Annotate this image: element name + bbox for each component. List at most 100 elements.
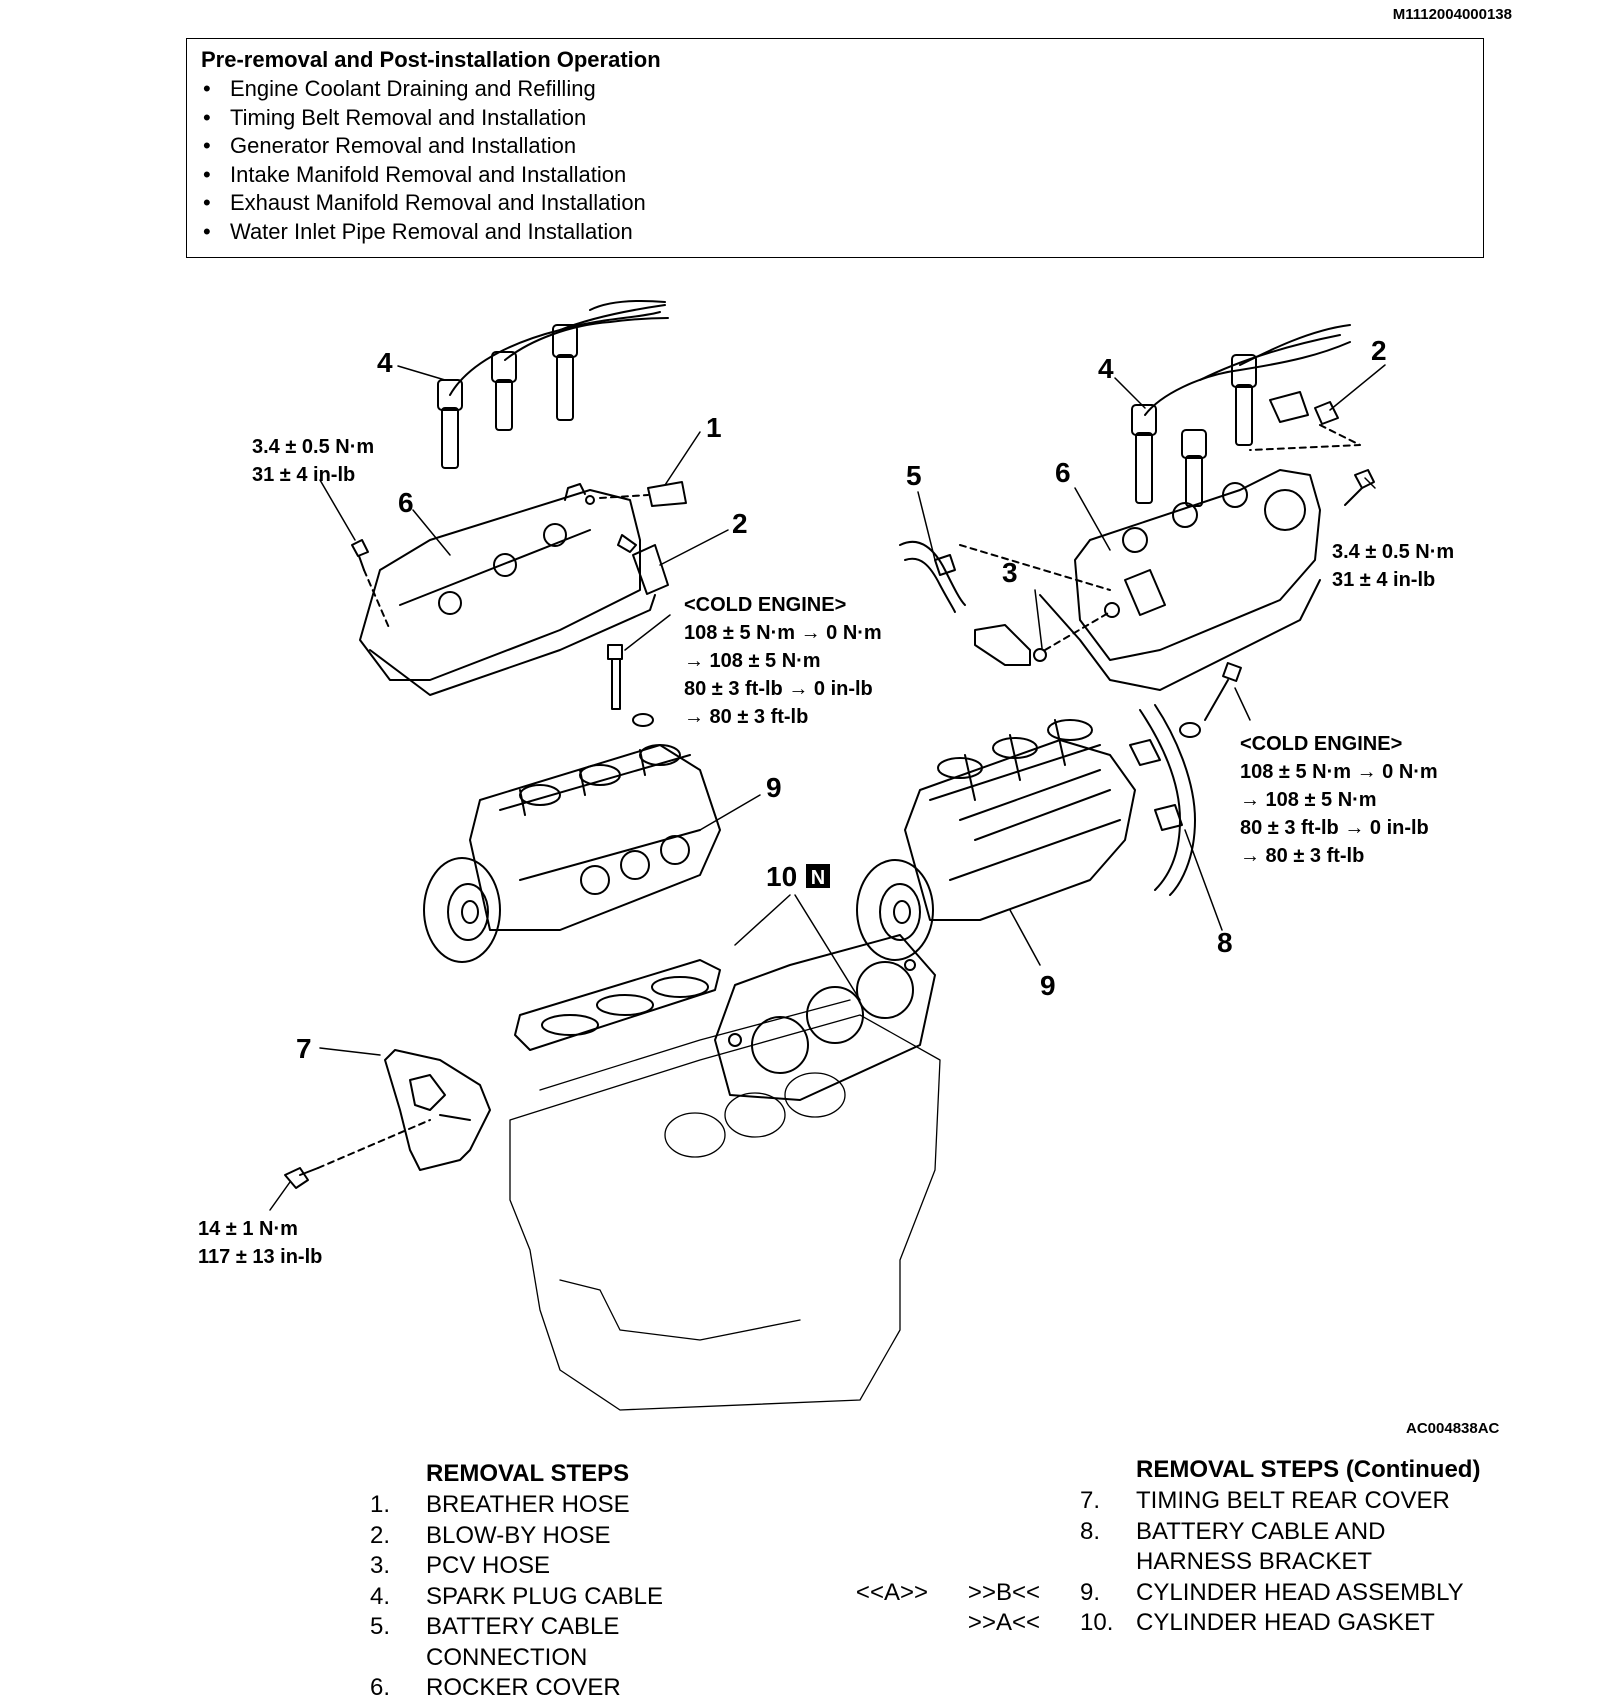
callout-7: 7: [296, 1033, 312, 1064]
callout-9-right: 9: [1040, 970, 1056, 1001]
pre-operation-item: Engine Coolant Draining and Refilling: [201, 75, 1469, 104]
removal-step: 2.BLOW-BY HOSE: [370, 1521, 663, 1552]
removal-steps-continued: REMOVAL STEPS (Continued) 7. TIMING BELT …: [816, 1456, 1481, 1639]
step-number: [370, 1643, 426, 1674]
timing-belt-rear-cover: [384, 1049, 491, 1171]
removal-step: CONNECTION: [370, 1643, 663, 1674]
cold-engine-left-line: 108 ± 5 N·m → 0 N·m: [684, 622, 882, 644]
torque-right-cover-nm: 3.4 ± 0.5 N·m: [1332, 541, 1454, 563]
removal-step: >>A<<10.CYLINDER HEAD GASKET: [816, 1608, 1480, 1639]
left-head-gasket: [514, 959, 721, 1051]
pre-operation-item: Exhaust Manifold Removal and Installatio…: [201, 189, 1469, 218]
procedure-code-install: >>A<<: [967, 1609, 1040, 1636]
pre-operation-item: Generator Removal and Installation: [201, 132, 1469, 161]
procedure-code-install: >>B<<: [967, 1578, 1040, 1606]
callout-4-left: 4: [377, 347, 393, 378]
right-cylinder-head: [856, 719, 1136, 961]
step-label: BREATHER HOSE: [426, 1491, 630, 1518]
step-number: 8.: [1080, 1517, 1101, 1545]
callout-10: 10: [766, 861, 797, 892]
step-number: 6.: [370, 1674, 391, 1701]
torque-left-cover-inlb: 31 ± 4 in-lb: [252, 464, 355, 486]
left-cover-bolt: [351, 539, 391, 631]
step-number: 10.: [1080, 1609, 1114, 1636]
step-label: BLOW-BY HOSE: [426, 1521, 611, 1549]
callout-1: 1: [706, 412, 722, 443]
step-number: 4.: [370, 1582, 391, 1610]
exploded-view-diagram: 4 1 2 6 9 10 7 4 2 6 5 3 8 9 N 3.4 ± 0.5…: [198, 299, 1454, 1411]
harness-bracket: [1129, 704, 1196, 896]
procedure-code-install: [928, 1547, 1040, 1578]
removal-step: 4. SPARK PLUG CABLE: [370, 1582, 663, 1613]
new-part-badge: [806, 864, 830, 888]
torque-rear-cover-nm: 14 ± 1 N·m: [198, 1218, 298, 1240]
step-number: 1.: [370, 1491, 391, 1518]
torque-right-cover-inlb: 31 ± 4 in-lb: [1332, 569, 1435, 591]
pre-operation-item: Timing Belt Removal and Installation: [201, 104, 1469, 133]
removal-step: 6. ROCKER COVER: [370, 1673, 663, 1704]
engine-block: [509, 999, 941, 1411]
step-number: [1056, 1547, 1136, 1578]
callout-3: 3: [1002, 557, 1018, 588]
rear-cover-bolt: [284, 1119, 431, 1189]
removal-step: 5.BATTERY CABLE: [370, 1612, 663, 1643]
step-label: TIMING BELT REAR COVER: [1136, 1487, 1450, 1514]
procedure-code-removal: [816, 1486, 928, 1517]
torque-left-cover-nm: 3.4 ± 0.5 N·m: [252, 436, 374, 458]
callout-4-right: 4: [1098, 353, 1114, 384]
step-number: 3.: [370, 1552, 391, 1579]
callout-8: 8: [1217, 927, 1233, 958]
right-cover-bolt: [1344, 469, 1375, 506]
removal-step: HARNESS BRACKET: [816, 1547, 1480, 1578]
right-head-bolt: [1179, 662, 1242, 738]
procedure-code-install: [928, 1486, 1040, 1517]
removal-step: 8. BATTERY CABLE AND: [816, 1517, 1480, 1548]
pre-operation-title: Pre-removal and Post-installation Operat…: [201, 47, 661, 72]
cold-engine-left-line: → 80 ± 3 ft-lb: [684, 706, 808, 728]
step-number: 9.: [1080, 1578, 1101, 1606]
right-rocker-cover: [1039, 469, 1321, 691]
left-head-bolt: [607, 644, 654, 727]
callout-2-right: 2: [1371, 335, 1387, 366]
figure-id: AC004838AC: [1406, 1420, 1500, 1437]
callout-6-right: 6: [1055, 457, 1071, 488]
step-number: 5.: [370, 1613, 391, 1640]
callout-6-left: 6: [398, 487, 414, 518]
step-label: HARNESS BRACKET: [1136, 1548, 1373, 1575]
cold-engine-right-line: → 108 ± 5 N·m: [1240, 789, 1377, 811]
cold-engine-left-line: 80 ± 3 ft-lb → 0 in-lb: [684, 678, 873, 700]
cold-engine-right-title: <COLD ENGINE>: [1240, 733, 1402, 755]
step-label: PCV HOSE: [426, 1552, 551, 1579]
new-part-badge-label: N: [811, 867, 825, 889]
cold-engine-left-line: → 108 ± 5 N·m: [684, 650, 821, 672]
procedure-code-removal: [816, 1608, 928, 1639]
removal-steps: REMOVAL STEPS 1. BREATHER HOSE 2.BLOW-BY …: [370, 1460, 663, 1704]
step-label: ROCKER COVER: [426, 1674, 621, 1701]
torque-rear-cover-inlb: 117 ± 13 in-lb: [198, 1246, 322, 1268]
left-blowby-hose: [617, 534, 669, 595]
pre-operation-box: Pre-removal and Post-installation Operat…: [186, 38, 1484, 258]
procedure-code-removal: <<A>>: [855, 1578, 928, 1606]
document-id: M1112004000138: [1392, 6, 1512, 23]
cold-engine-right-line: 80 ± 3 ft-lb → 0 in-lb: [1240, 817, 1429, 839]
step-number: 7.: [1080, 1487, 1101, 1514]
procedure-code-removal: [816, 1547, 928, 1578]
procedure-code-removal: [816, 1517, 928, 1548]
removal-steps-title: REMOVAL STEPS: [426, 1460, 630, 1487]
step-label: SPARK PLUG CABLE: [426, 1582, 663, 1610]
cold-engine-right-line: 108 ± 5 N·m → 0 N·m: [1240, 761, 1438, 783]
battery-cable: [899, 540, 1111, 613]
removal-steps-continued-title: REMOVAL STEPS (Continued): [1136, 1456, 1481, 1483]
pre-operation-list: Engine Coolant Draining and Refilling Ti…: [201, 75, 1469, 246]
step-label: BATTERY CABLE AND: [1136, 1517, 1386, 1545]
right-blowby-hose: [1249, 391, 1361, 451]
pre-operation-item: Water Inlet Pipe Removal and Installatio…: [201, 218, 1469, 247]
pcv-hose: [974, 611, 1111, 666]
cold-engine-right-line: → 80 ± 3 ft-lb: [1240, 845, 1364, 867]
removal-step: <<A>>>>B<<9.CYLINDER HEAD ASSEMBLY: [816, 1578, 1480, 1609]
cold-engine-left-title: <COLD ENGINE>: [684, 594, 846, 616]
left-rocker-cover: [359, 483, 656, 696]
removal-step: 3. PCV HOSE: [370, 1551, 663, 1582]
callout-2-left: 2: [732, 508, 748, 539]
procedure-code-install: [928, 1517, 1040, 1548]
